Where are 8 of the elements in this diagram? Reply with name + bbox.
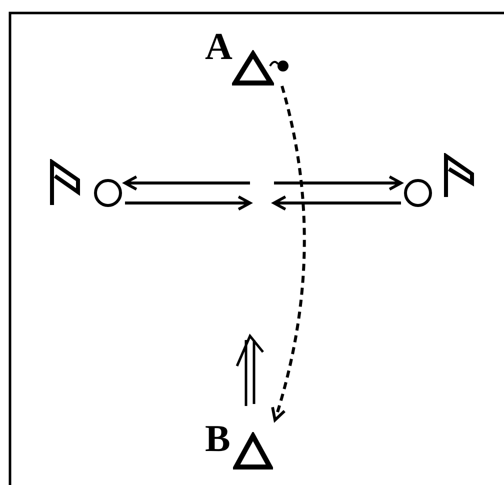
player-circle [404,179,432,207]
player-label: A [205,28,232,66]
player-label: B [205,420,230,458]
arrow [124,175,250,191]
dashed-arrow [270,86,306,422]
arrow [125,195,252,211]
player-circle [94,179,122,207]
arrow [272,195,401,211]
